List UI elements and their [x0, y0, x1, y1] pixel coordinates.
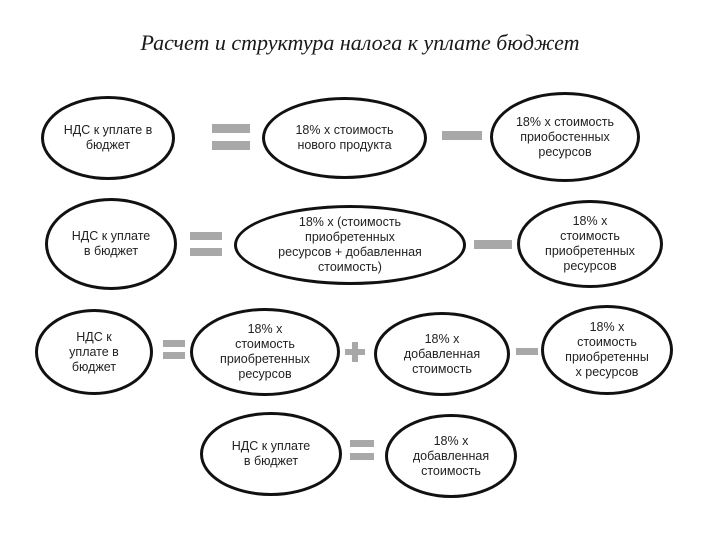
oval-label: НДС к уплате в бюджет — [71, 229, 151, 258]
oval-purchased-resources-2: 18% х стоимость приобретенных ресурсов — [517, 200, 663, 288]
page-title: Расчет и структура налога к уплате бюдже… — [140, 30, 580, 55]
oval-label: НДС к уплате в бюджет — [69, 329, 119, 374]
oval-added-value-1: 18% х добавленная стоимость — [374, 312, 510, 396]
oval-label: 18% х добавленная стоимость — [403, 331, 481, 376]
minus-sign-2 — [474, 240, 512, 250]
equals-sign-4 — [350, 440, 374, 462]
plus-sign — [345, 342, 365, 362]
oval-purchased-resources-3: 18% х стоимость приобретенных ресурсов — [190, 308, 340, 396]
oval-vat-payable-3: НДС к уплате в бюджет — [35, 309, 153, 395]
oval-label: 18% х стоимость приобретенных ресурсов — [220, 322, 310, 381]
oval-vat-payable-1: НДС к уплате в бюджет — [41, 96, 175, 180]
oval-vat-payable-2: НДС к уплате в бюджет — [45, 198, 177, 290]
oval-resources-plus-added: 18% х (стоимость приобретенных ресурсов … — [234, 205, 466, 285]
equals-sign-2 — [190, 232, 222, 260]
equals-sign-1 — [212, 124, 250, 152]
oval-vat-payable-4: НДС к уплате в бюджет — [200, 412, 342, 496]
oval-label: 18% х стоимость нового продукта — [295, 123, 394, 152]
oval-label: НДС к уплате в бюджет — [231, 439, 311, 468]
oval-new-product: 18% х стоимость нового продукта — [262, 97, 427, 179]
oval-purchased-resources-4: 18% х стоимость приобретенны х ресурсов — [541, 305, 673, 395]
oval-label: 18% х стоимость приобостенных ресурсов — [515, 114, 615, 159]
oval-label: 18% х стоимость приобретенных ресурсов — [545, 214, 635, 273]
minus-sign-1 — [442, 131, 482, 141]
oval-label: 18% х добавленная стоимость — [412, 433, 490, 478]
oval-label: НДС к уплате в бюджет — [63, 123, 153, 152]
minus-sign-3 — [516, 348, 538, 356]
oval-purchased-resources-1: 18% х стоимость приобостенных ресурсов — [490, 92, 640, 182]
oval-label: 18% х стоимость приобретенны х ресурсов — [565, 320, 649, 379]
oval-added-value-2: 18% х добавленная стоимость — [385, 414, 517, 498]
oval-label: 18% х (стоимость приобретенных ресурсов … — [278, 215, 422, 274]
equals-sign-3 — [163, 340, 185, 360]
